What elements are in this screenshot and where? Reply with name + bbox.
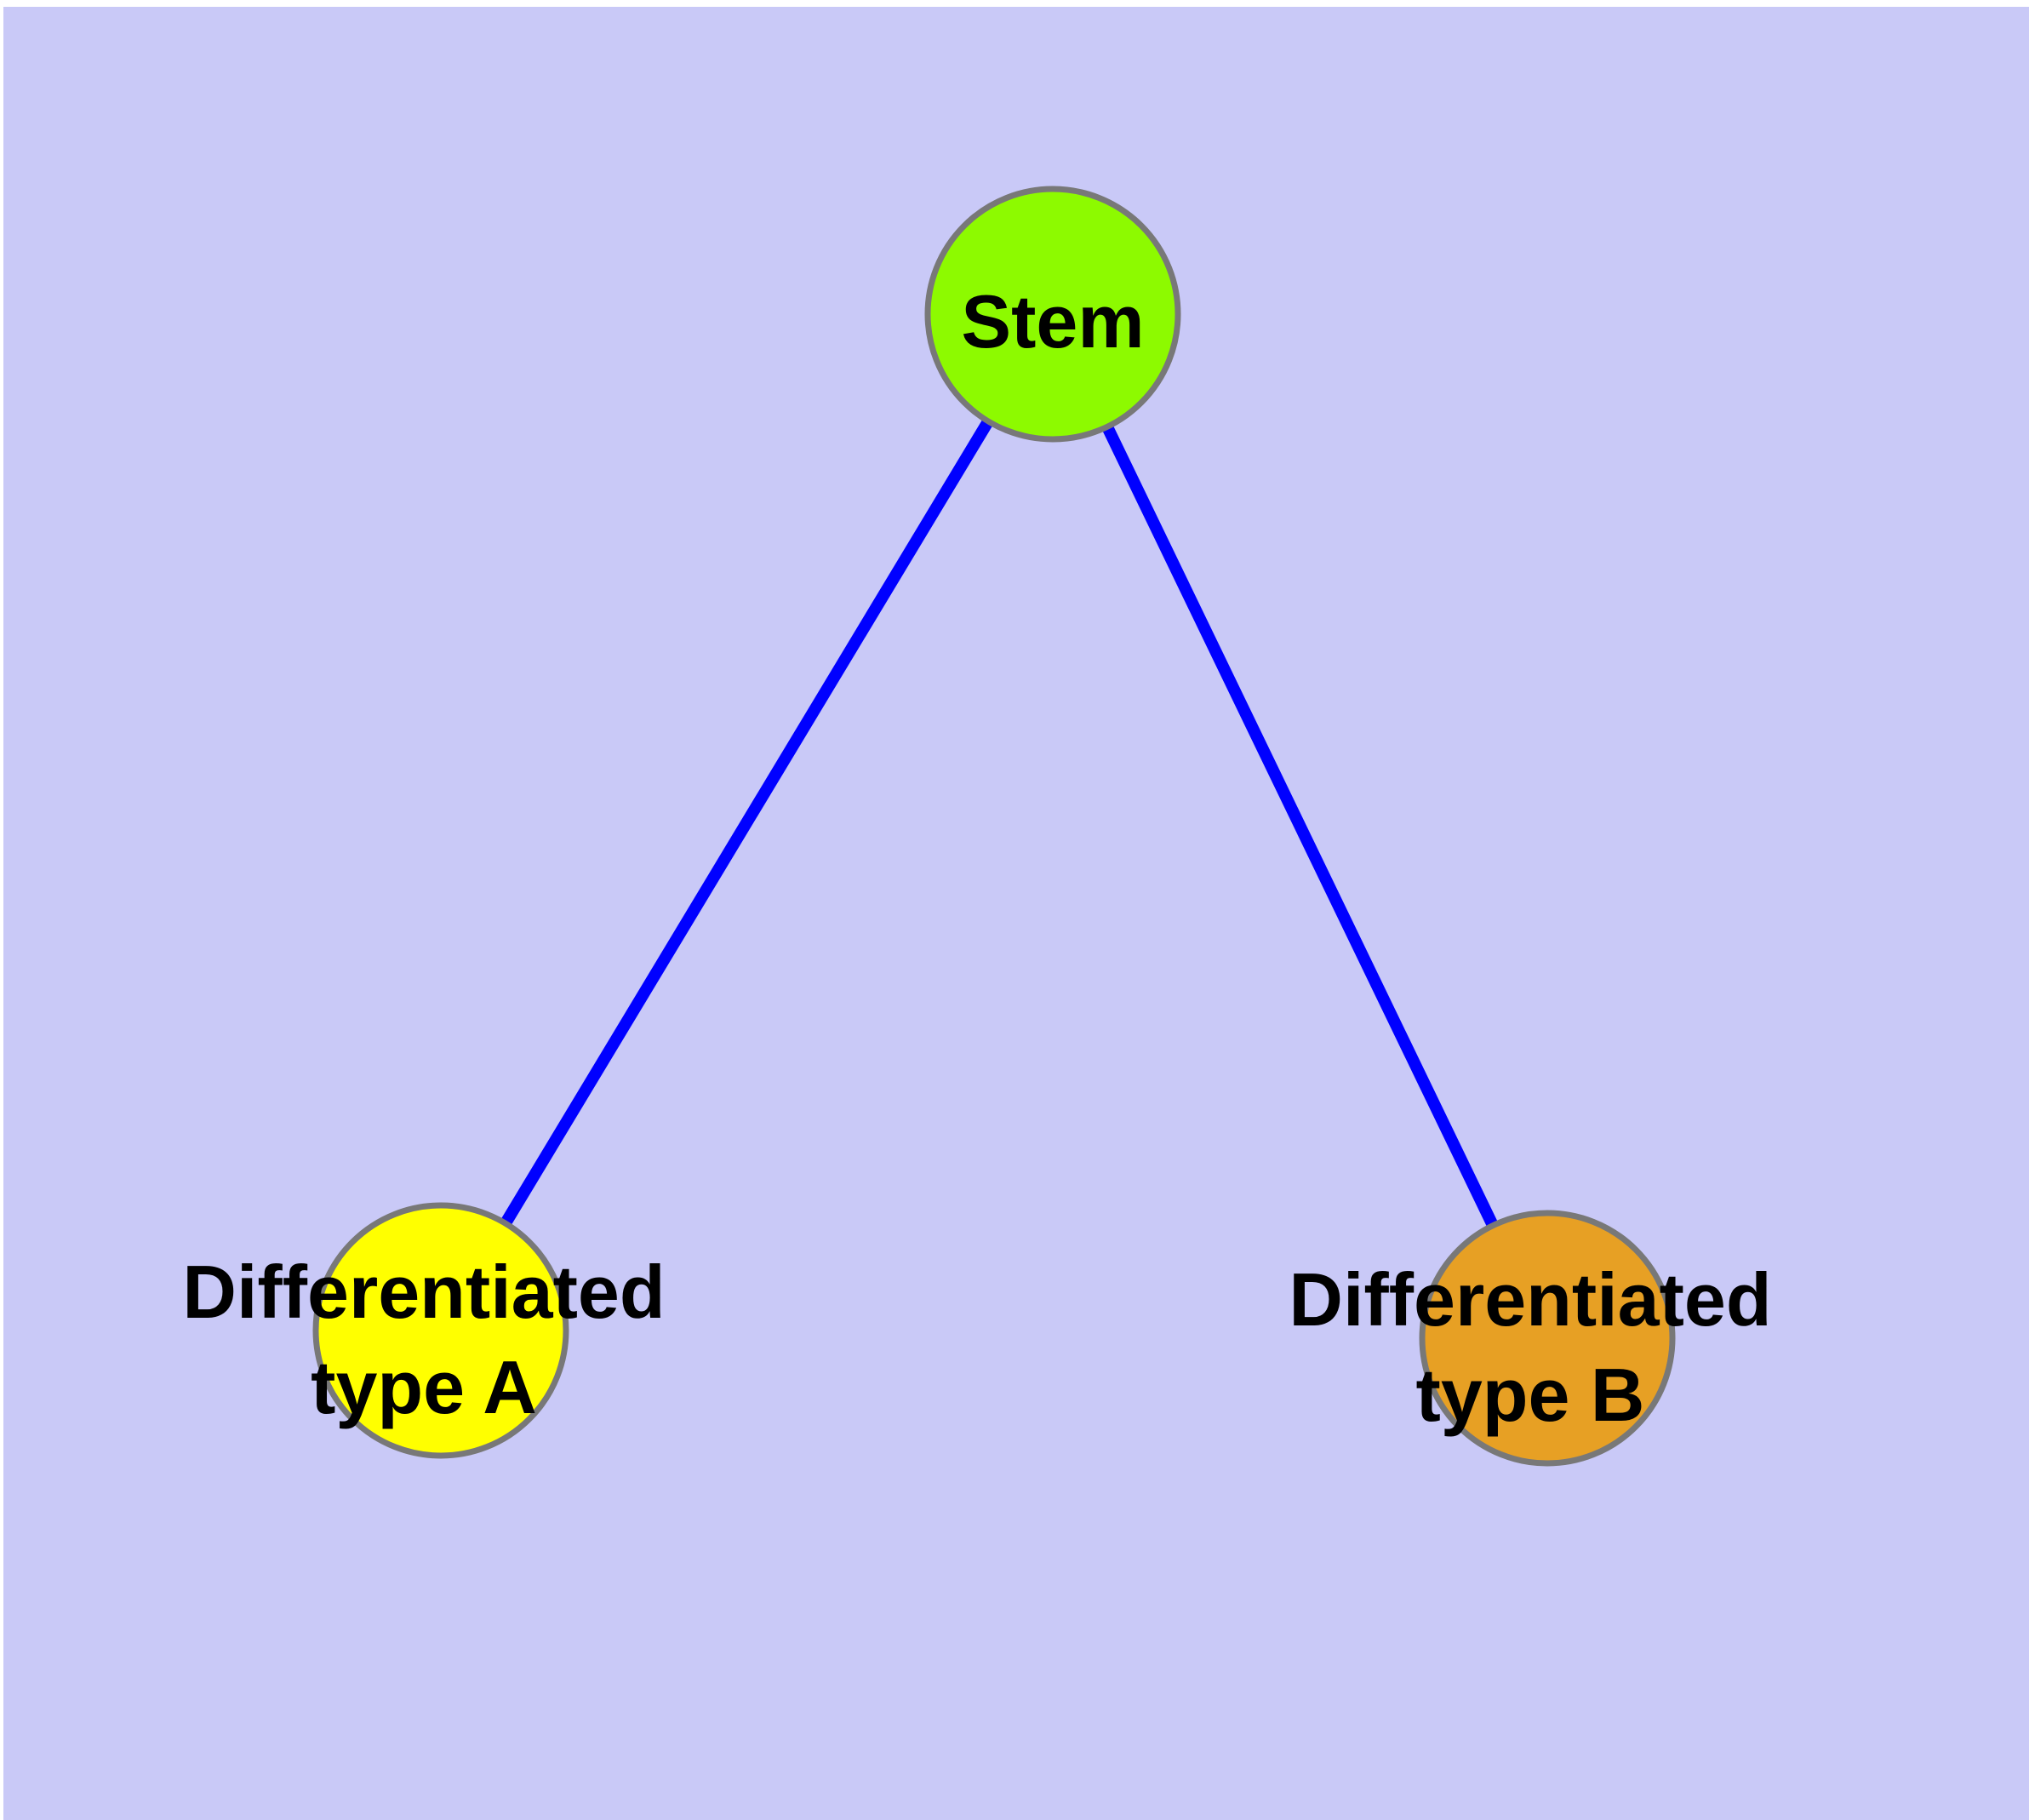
node-diff-b-circle <box>1419 1210 1676 1467</box>
node-stem: Stem <box>924 186 1181 443</box>
node-diff-a-circle <box>312 1202 569 1459</box>
edge-stem-diff-a <box>436 311 1058 1334</box>
node-stem-circle <box>924 186 1181 443</box>
edge-stem-diff-b <box>1047 311 1553 1342</box>
node-stem-label: Stem <box>961 279 1144 363</box>
